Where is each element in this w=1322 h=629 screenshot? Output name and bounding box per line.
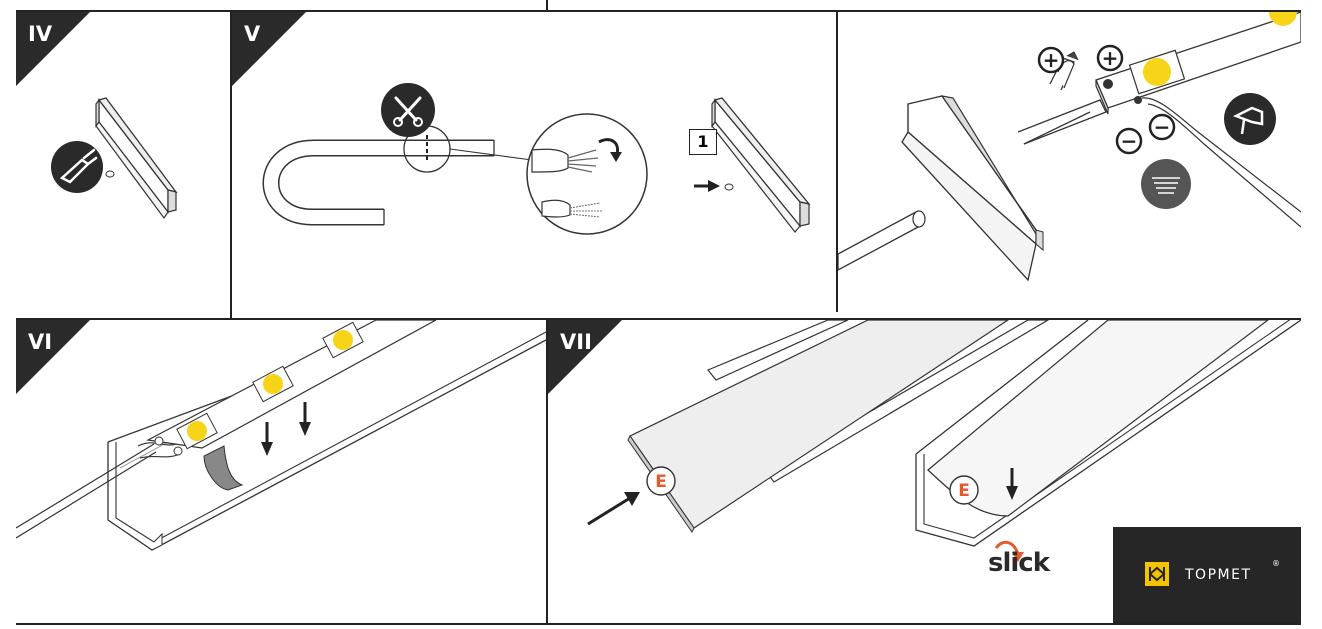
diffuser-marker: E xyxy=(949,475,979,505)
hot-air-icon xyxy=(1141,159,1191,209)
middle-border xyxy=(16,318,1301,320)
end-cap-illustration xyxy=(51,97,178,220)
step-badge xyxy=(232,12,306,86)
svg-text:+: + xyxy=(1102,46,1119,70)
cable-stripping-illustration xyxy=(262,83,811,235)
panel-v: V 1 xyxy=(232,12,836,318)
top-border xyxy=(16,10,1301,12)
plus-sign: + xyxy=(1037,46,1065,74)
led-chip xyxy=(252,365,294,403)
drill-icon xyxy=(51,141,103,193)
diffuser-marker: E xyxy=(646,466,676,496)
bottom-border xyxy=(16,623,1301,625)
divider-iv-v xyxy=(230,12,232,318)
push-arrow-icon xyxy=(261,402,311,456)
strip-mounting-illustration xyxy=(16,320,546,551)
step-label: VII xyxy=(560,330,592,354)
svg-text:−: − xyxy=(1121,129,1138,153)
panel-vii: VII E E xyxy=(548,320,1301,623)
led-chip xyxy=(322,321,364,359)
plus-sign: + xyxy=(1096,44,1124,72)
svg-text:−: − xyxy=(1154,115,1171,139)
step-badge xyxy=(16,320,90,394)
push-arrow-icon xyxy=(587,492,640,526)
step-badge xyxy=(548,320,622,394)
panel-iv: IV xyxy=(16,12,230,318)
minus-sign: − xyxy=(1148,113,1176,141)
wiring-illustration: + + − − xyxy=(838,12,1301,282)
push-arrow-icon xyxy=(1006,468,1018,500)
pliers-icon xyxy=(381,83,435,137)
diffuser-insert-illustration: E E xyxy=(587,320,1301,562)
step-badge xyxy=(16,12,90,86)
top-divider xyxy=(546,0,548,11)
slick-logo-mark xyxy=(994,540,1020,555)
slick-logo: slick xyxy=(988,548,1050,578)
step-label: IV xyxy=(28,22,53,46)
divider-v-vi xyxy=(836,12,838,312)
svg-text:E: E xyxy=(958,481,970,501)
topmet-brand: TOPMET ® xyxy=(1113,527,1301,623)
panel-wiring: + + − − xyxy=(838,12,1301,318)
minus-sign: − xyxy=(1115,127,1143,155)
svg-text:+: + xyxy=(1043,48,1060,72)
brand-registered: ® xyxy=(1272,559,1280,568)
divider-vi-vii xyxy=(546,320,548,623)
brand-name: TOPMET xyxy=(1185,567,1252,583)
push-arrow-icon xyxy=(694,180,720,192)
step-label: VI xyxy=(28,330,53,354)
step-label: V xyxy=(244,22,261,46)
twist-arrow-icon xyxy=(598,138,620,155)
svg-text:E: E xyxy=(655,472,667,492)
led-chip xyxy=(176,412,218,450)
step-number: 1 xyxy=(689,129,717,155)
solder-iron-icon xyxy=(1224,93,1276,145)
topmet-logo-icon xyxy=(1145,562,1169,586)
panel-vi: VI xyxy=(16,320,546,623)
